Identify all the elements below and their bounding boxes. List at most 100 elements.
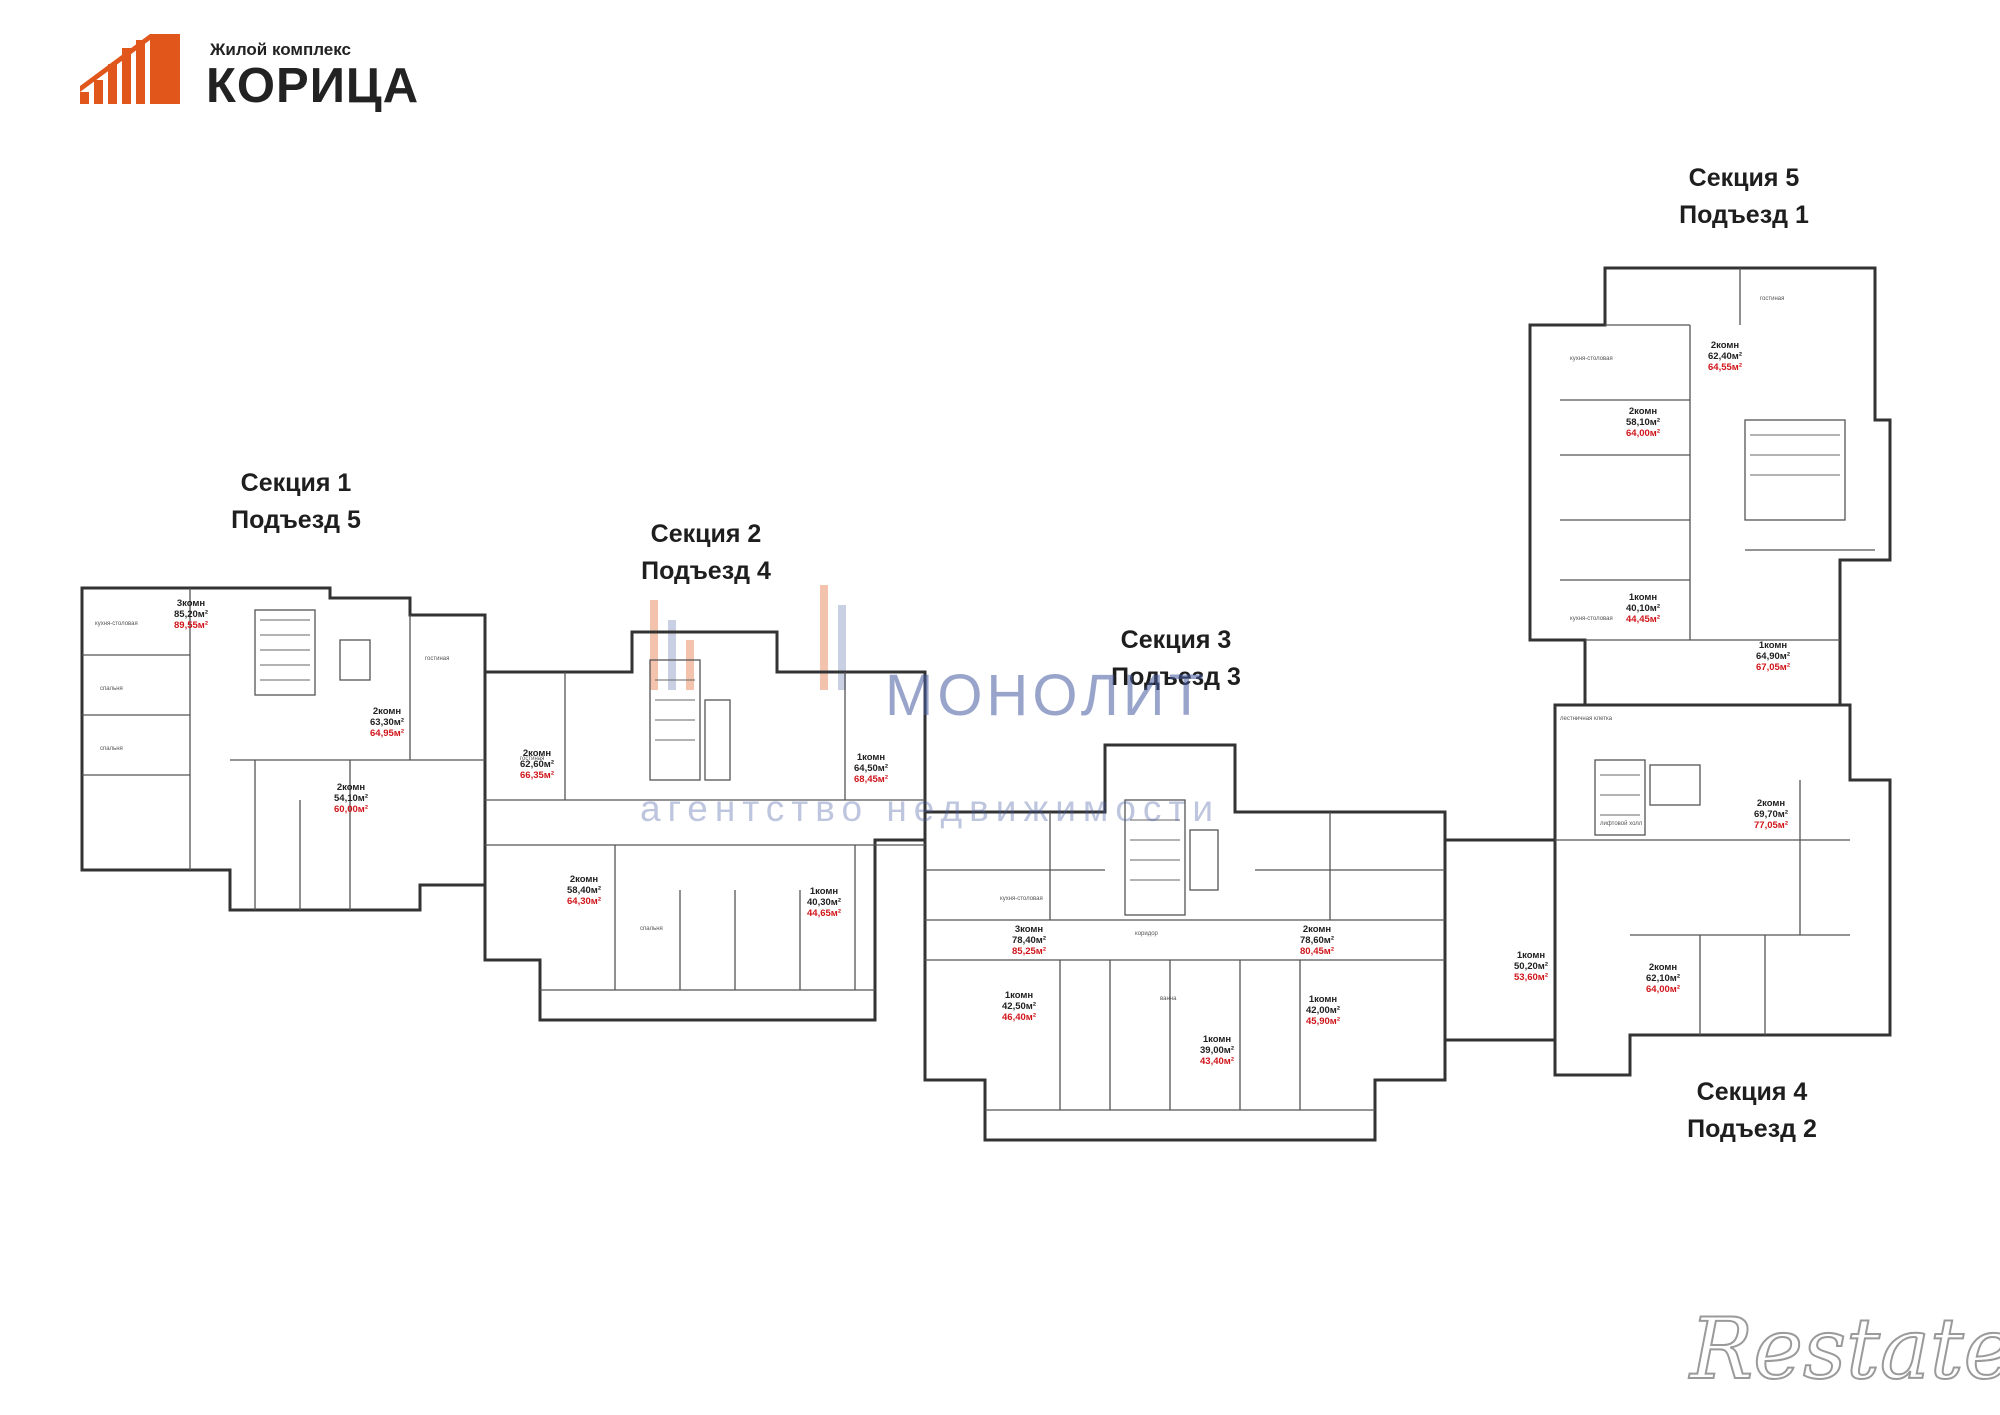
apartment-rooms: 2комн [522, 748, 552, 759]
apartment-rooms: 2комн [1628, 406, 1658, 417]
apartment-rooms: 2комн [336, 782, 366, 793]
apartment-area: 40,10м² [1626, 603, 1660, 614]
apartment-rooms: 2комн [569, 874, 599, 885]
section-5-label: Секция 5 Подъезд 1 [1624, 160, 1864, 234]
room-label-living: гостиная [520, 756, 544, 762]
apartment-rooms: 1комн [1004, 990, 1034, 1001]
apartment-total-area: 77,05м² [1754, 820, 1788, 831]
apartment-rooms: 2комн [1302, 924, 1332, 935]
apartment-area: 40,30м² [807, 897, 841, 908]
entrance-title: Подъезд 5 [231, 506, 361, 534]
apartment-area: 62,10м² [1646, 973, 1680, 984]
apartment-rooms: 1комн [1202, 1034, 1232, 1045]
apartment-total-area: 67,05м² [1756, 662, 1790, 673]
apartment-total-area: 64,30м² [567, 896, 601, 907]
apartment-rooms: 1комн [1308, 994, 1338, 1005]
section-title: Секция 3 [1120, 626, 1232, 654]
room-label-bathroom: ванна [1160, 996, 1177, 1002]
apartment-rooms: 1комн [1516, 950, 1546, 961]
section-3-outline [923, 743, 1447, 1142]
apartment-area: 69,70м² [1754, 809, 1788, 820]
watermark-bars [650, 585, 846, 690]
apartment-total-area: 53,60м² [1514, 972, 1548, 983]
room-label-corridor: коридор [1135, 931, 1159, 937]
apartment-area: 64,50м² [854, 763, 888, 774]
logo-subtitle: Жилой комплекс [210, 40, 352, 59]
section-title: Секция 4 [1696, 1078, 1808, 1106]
room-label-bedroom: спальня [100, 686, 123, 692]
apartment-area: 64,90м² [1756, 651, 1790, 662]
apartment-total-area: 64,00м² [1626, 428, 1660, 439]
restate-watermark: Restate [1689, 1299, 2000, 1399]
section-2-label: Секция 2 Подъезд 4 [586, 516, 826, 590]
apartment-area: 58,10м² [1626, 417, 1660, 428]
apartment-area: 42,50м² [1002, 1001, 1036, 1012]
apartment-rooms: 1комн [1628, 592, 1658, 603]
apartment-rooms: 2комн [1648, 962, 1678, 973]
section-title: Секция 2 [650, 520, 762, 548]
apartment-rooms: 1комн [856, 752, 886, 763]
room-label-stairs: лестничная клетка [1560, 716, 1613, 722]
room-label-kitchen: кухня-столовая [95, 621, 138, 627]
apartment-area: 54,10м² [334, 793, 368, 804]
apartment-area: 62,40м² [1708, 351, 1742, 362]
apartment-total-area: 64,55м² [1708, 362, 1742, 373]
apartment-total-area: 46,40м² [1002, 1012, 1036, 1023]
logo-mark [80, 34, 180, 104]
apartment-total-area: 89,55м² [174, 620, 208, 631]
room-label-bedroom: спальня [100, 746, 123, 752]
apartment-total-area: 68,45м² [854, 774, 888, 785]
section-3-label: Секция 3 Подъезд 3 [1056, 622, 1296, 696]
section-4-outline [1553, 703, 1892, 1077]
room-label-living: гостиная [1760, 296, 1784, 302]
room-label-kitchen: кухня-столовая [1570, 356, 1613, 362]
entrance-title: Подъезд 1 [1679, 201, 1809, 229]
apartment-area: 62,60м² [520, 759, 554, 770]
room-label-lift-hall: лифтовой холл [1600, 820, 1643, 827]
apartment-total-area: 44,65м² [807, 908, 841, 919]
apartment-total-area: 85,25м² [1012, 946, 1046, 957]
apartment-total-area: 66,35м² [520, 770, 554, 781]
room-label-kitchen: кухня-столовая [1570, 616, 1613, 622]
apartment-area: 50,20м² [1514, 961, 1548, 972]
corridor-connector [1445, 838, 1557, 1042]
apartment-area: 39,00м² [1200, 1045, 1234, 1056]
entrance-title: Подъезд 2 [1687, 1115, 1817, 1143]
apartment-rooms: 2комн [1710, 340, 1740, 351]
apartment-area: 85,20м² [174, 609, 208, 620]
apartment-total-area: 60,00м² [334, 804, 368, 815]
apartment-area: 42,00м² [1306, 1005, 1340, 1016]
room-label-kitchen: кухня-столовая [1000, 896, 1043, 902]
apartment-rooms: 2комн [372, 706, 402, 717]
apartment-total-area: 64,95м² [370, 728, 404, 739]
room-label-bedroom: спальня [640, 926, 663, 932]
apartment-rooms: 3комн [1014, 924, 1044, 935]
interior-walls [82, 268, 1875, 1111]
apartment-total-area: 64,00м² [1646, 984, 1680, 995]
apartment-rooms: 1комн [809, 886, 839, 897]
entrance-title: Подъезд 3 [1111, 663, 1241, 691]
section-4-label: Секция 4 Подъезд 2 [1632, 1074, 1872, 1148]
apartment-area: 78,60м² [1300, 935, 1334, 946]
entrance-title: Подъезд 4 [641, 557, 771, 585]
section-title: Секция 5 [1688, 164, 1800, 192]
room-labels: кухня-столовая спальня спальня гостиная … [95, 296, 1784, 1002]
